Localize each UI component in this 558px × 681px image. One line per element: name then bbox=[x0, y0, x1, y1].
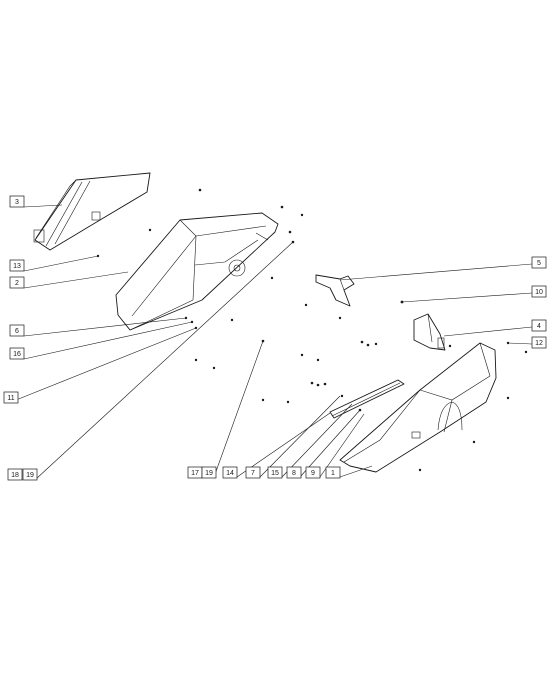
svg-text:3: 3 bbox=[15, 199, 19, 206]
callout-14: 14 bbox=[222, 466, 238, 479]
callout-1: 1 bbox=[325, 466, 341, 479]
svg-text:12: 12 bbox=[535, 340, 543, 347]
part-7-bar bbox=[329, 379, 405, 419]
callout-7: 7 bbox=[245, 466, 261, 479]
svg-text:2: 2 bbox=[15, 280, 19, 287]
part-5-bracket bbox=[315, 274, 355, 307]
leader-lines bbox=[15, 204, 533, 480]
svg-text:4: 4 bbox=[537, 323, 541, 330]
callout-19-left: 19 bbox=[22, 468, 38, 481]
svg-text:15: 15 bbox=[271, 470, 279, 477]
callout-15: 15 bbox=[267, 466, 283, 479]
part-1-right-housing bbox=[339, 342, 497, 473]
callout-4: 4 bbox=[531, 319, 547, 332]
svg-text:9: 9 bbox=[311, 470, 315, 477]
callout-19-mid: 19 bbox=[201, 466, 217, 479]
svg-text:17: 17 bbox=[191, 470, 199, 477]
svg-text:14: 14 bbox=[226, 470, 234, 477]
callout-6: 6 bbox=[9, 324, 25, 337]
part-4-bracket bbox=[413, 313, 446, 351]
svg-text:5: 5 bbox=[537, 260, 541, 267]
callout-2: 2 bbox=[9, 276, 25, 289]
svg-text:19: 19 bbox=[26, 472, 34, 479]
svg-text:13: 13 bbox=[13, 263, 21, 270]
callout-8: 8 bbox=[286, 466, 302, 479]
callout-12: 12 bbox=[531, 336, 547, 349]
svg-text:11: 11 bbox=[7, 395, 14, 402]
svg-text:6: 6 bbox=[15, 328, 19, 335]
callout-5: 5 bbox=[531, 256, 547, 269]
callout-10: 10 bbox=[531, 285, 547, 298]
svg-text:10: 10 bbox=[535, 289, 543, 296]
callout-18: 18 bbox=[7, 468, 23, 481]
svg-text:18: 18 bbox=[11, 472, 19, 479]
svg-text:7: 7 bbox=[251, 470, 255, 477]
svg-text:19: 19 bbox=[205, 470, 213, 477]
callout-9: 9 bbox=[305, 466, 321, 479]
callout-3: 3 bbox=[9, 195, 25, 208]
callout-11: 11 bbox=[3, 391, 19, 404]
svg-text:8: 8 bbox=[292, 470, 296, 477]
callout-17: 17 bbox=[187, 466, 203, 479]
part-3-upper-cover bbox=[33, 172, 151, 251]
callout-13: 13 bbox=[9, 259, 25, 272]
svg-text:1: 1 bbox=[331, 470, 335, 477]
callout-16: 16 bbox=[9, 347, 25, 360]
svg-text:16: 16 bbox=[13, 351, 21, 358]
part-2-left-housing bbox=[115, 212, 279, 331]
fasteners bbox=[96, 188, 528, 472]
